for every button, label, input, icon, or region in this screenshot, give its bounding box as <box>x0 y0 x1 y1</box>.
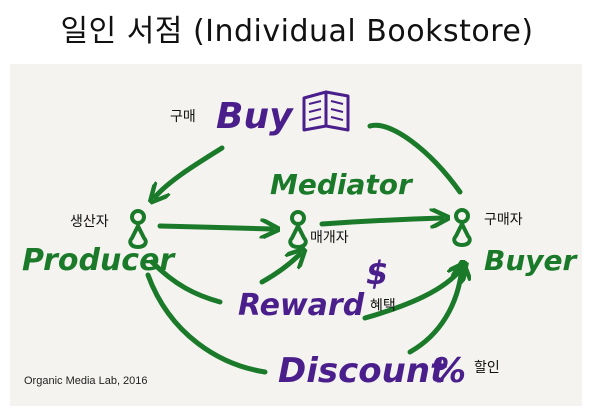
book-icon <box>302 90 350 132</box>
buy-label: Buy <box>216 96 294 137</box>
discount-label: Discount <box>278 351 448 391</box>
person-icon <box>288 210 308 250</box>
producer-to-discount-curve <box>145 272 268 375</box>
buy-label-kr: 구매 <box>170 109 196 125</box>
credit-text: Organic Media Lab, 2016 <box>24 375 148 387</box>
reward-symbol: $ <box>366 254 388 292</box>
producer-label-kr: 생산자 <box>70 214 109 230</box>
producer-label: Producer <box>22 243 176 278</box>
page-title: 일인 서점 (Individual Bookstore) <box>60 14 534 49</box>
reward-label-kr: 혜택 <box>370 298 396 314</box>
mediator-to-buyer-arrow <box>319 218 442 224</box>
reward-label: Reward <box>238 288 365 323</box>
whiteboard <box>10 64 582 406</box>
discount-to-buyer-arrow <box>407 268 462 355</box>
person-icon <box>452 208 472 248</box>
mediator-label-kr: 매개자 <box>310 230 349 246</box>
reward-to-mediator-arrow <box>259 254 300 285</box>
discount-symbol: % <box>432 351 466 391</box>
buyer-label-kr: 구매자 <box>484 212 523 228</box>
producer-to-mediator-arrow <box>157 226 272 229</box>
buyer-label: Buyer <box>484 244 579 277</box>
producer-to-reward-curve <box>149 259 223 305</box>
buyer-to-producer-buy-arrow <box>367 122 463 195</box>
discount-label-kr: 할인 <box>474 360 500 376</box>
buy-to-producer-arrow <box>155 145 225 197</box>
person-icon <box>128 209 148 250</box>
mediator-label: Mediator <box>270 168 414 201</box>
